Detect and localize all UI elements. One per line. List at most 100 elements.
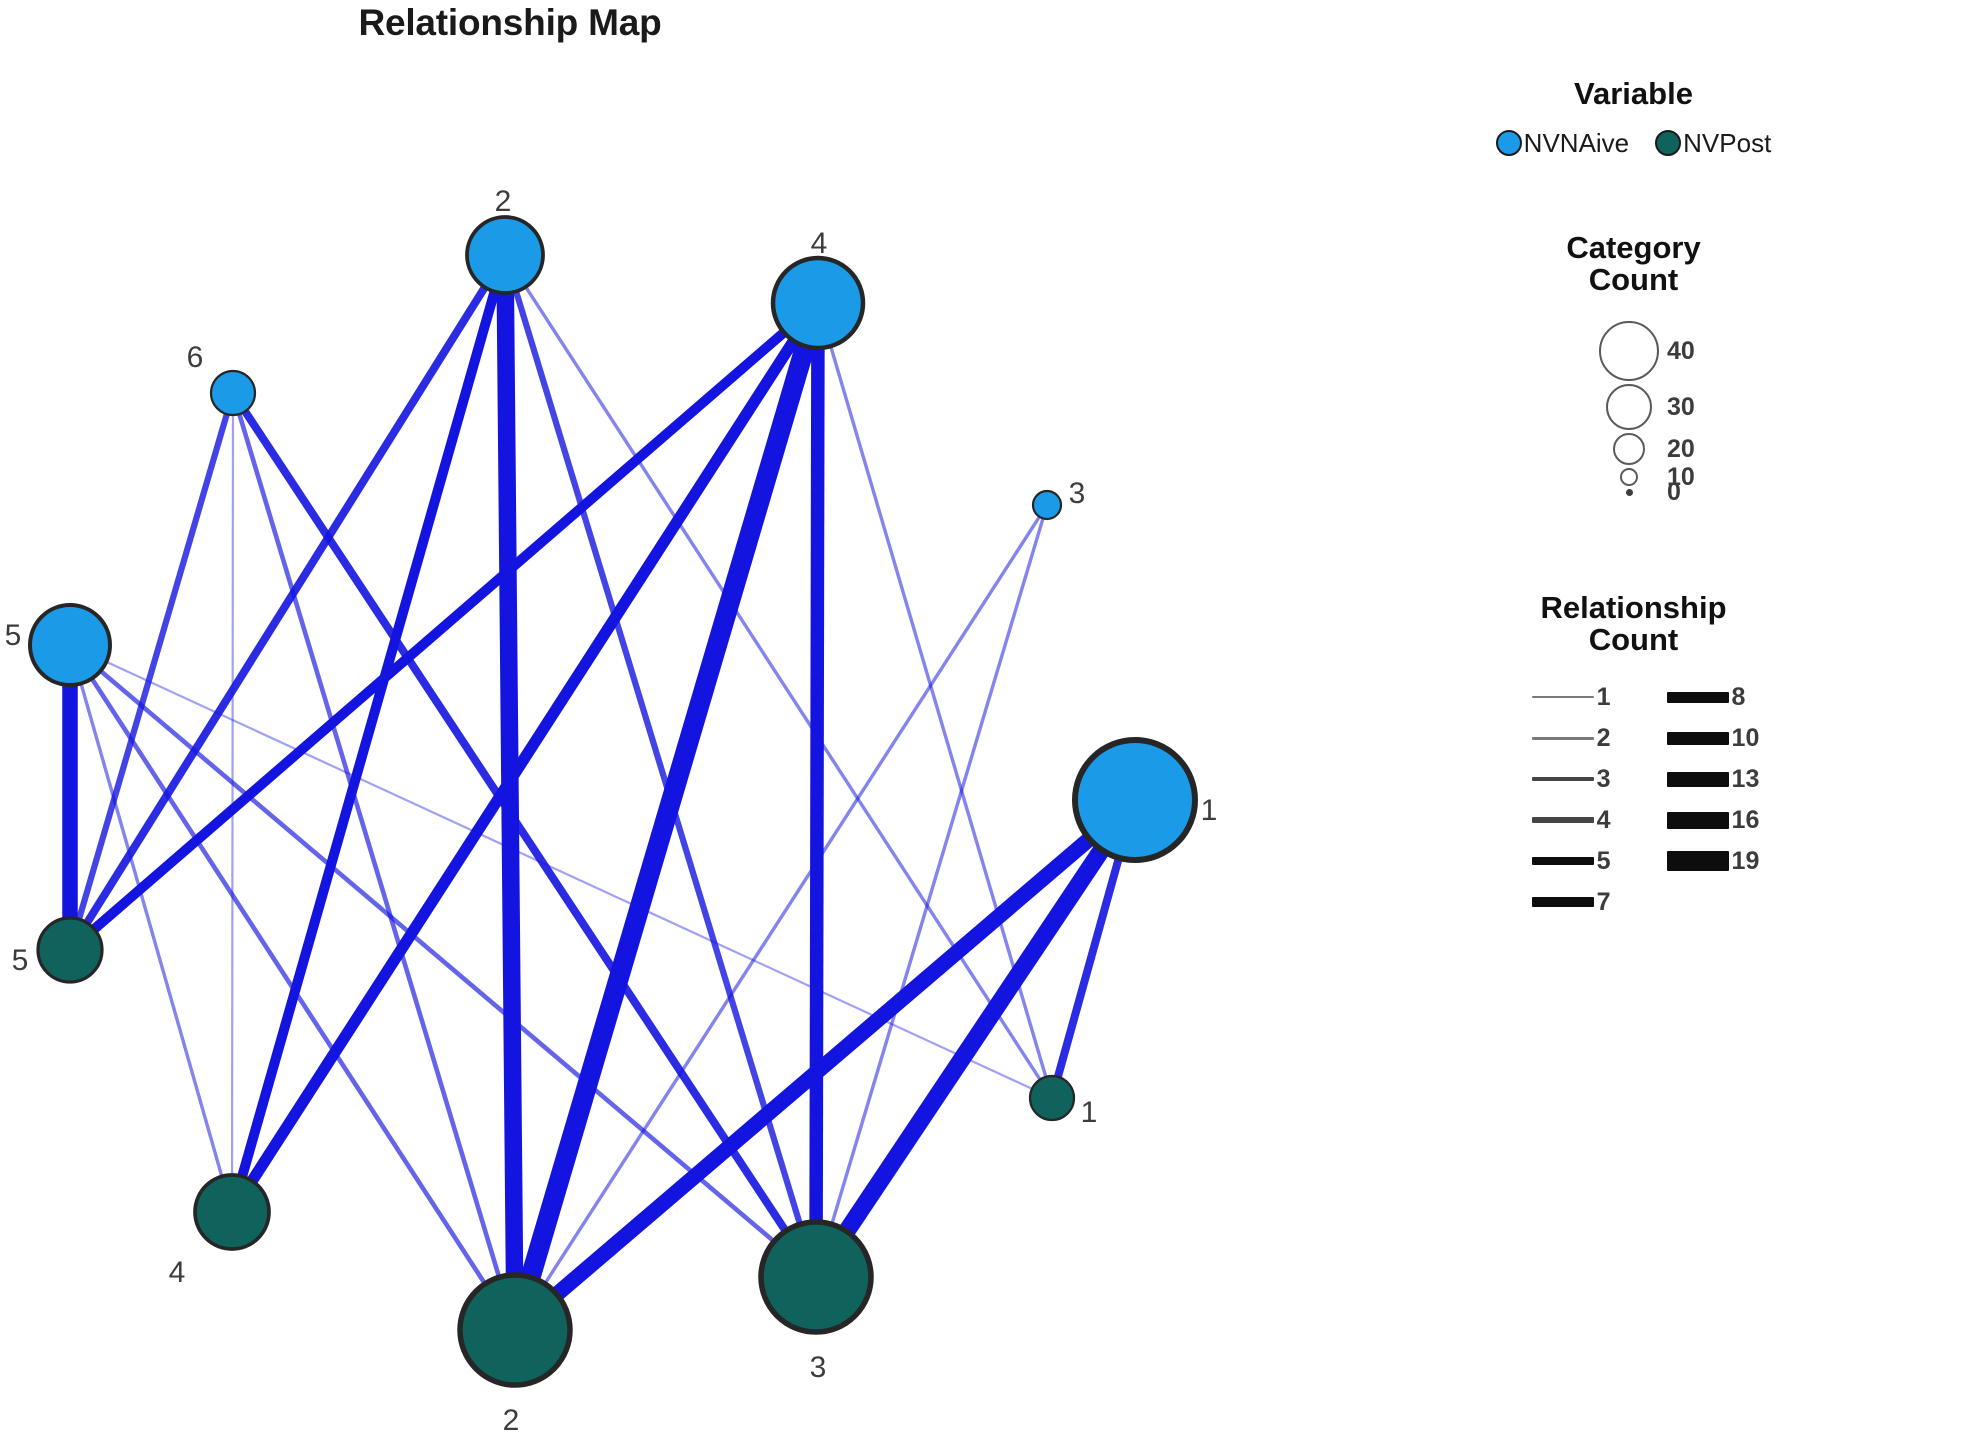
legend-line-wrap bbox=[1530, 696, 1596, 699]
legend-relationship-item-label: 7 bbox=[1596, 887, 1611, 916]
legend-relationship-title-line1: Relationship bbox=[1540, 590, 1727, 625]
graph-node-label: 2 bbox=[495, 185, 512, 218]
graph-node[interactable] bbox=[770, 255, 866, 351]
legend-category-item-label: 0 bbox=[1667, 478, 1681, 507]
legend-relationship-item[interactable]: 1 bbox=[1530, 683, 1611, 711]
graph-edge bbox=[66, 299, 822, 954]
legend-relationship-item[interactable]: 3 bbox=[1530, 765, 1611, 793]
legend-line-wrap bbox=[1530, 817, 1596, 824]
legend-size-circle-icon bbox=[1620, 468, 1638, 487]
graph-node[interactable] bbox=[1031, 489, 1063, 521]
graph-edge bbox=[66, 252, 509, 953]
legend-relationship-item-label: 1 bbox=[1596, 682, 1611, 711]
legend-category-item-label: 10 bbox=[1667, 462, 1695, 491]
graph-edge bbox=[227, 299, 823, 1216]
legend-relationship-item[interactable]: 4 bbox=[1530, 806, 1611, 834]
graph-node[interactable] bbox=[465, 215, 545, 295]
legend-variable-items: NVNAive NVPost bbox=[1300, 128, 1967, 159]
graph-edge bbox=[809, 302, 825, 1278]
legend-size-circle-icon bbox=[1625, 489, 1633, 497]
legend-relationship-column-right: 8 10 13 16 19 bbox=[1665, 683, 1760, 912]
graph-edge bbox=[513, 504, 1049, 1331]
graph-edge bbox=[227, 253, 510, 1214]
legend-line-width-icon bbox=[1531, 857, 1594, 866]
graph-node-label: 1 bbox=[1081, 1096, 1098, 1129]
graph-node-label: 1 bbox=[1201, 794, 1218, 827]
legend-variable: Variable NVNAive NVPost bbox=[1300, 78, 1967, 159]
legend-category-item[interactable]: 0 bbox=[1592, 478, 1681, 506]
legend-size-circle-icon bbox=[1613, 433, 1645, 466]
legend-relationship-items: 1 2 3 4 5 7 8 10 13 16 19 bbox=[1300, 683, 1967, 916]
graph-node-label: 5 bbox=[12, 944, 29, 977]
legend-category-item[interactable]: 30 bbox=[1592, 384, 1695, 431]
legend-line-wrap bbox=[1530, 857, 1596, 866]
legend-size-circle-wrap bbox=[1592, 468, 1666, 487]
legend-line-wrap bbox=[1530, 897, 1596, 908]
graph-node[interactable] bbox=[36, 916, 104, 984]
graph-edge bbox=[808, 795, 1143, 1282]
legend-variable-item-label: NVPost bbox=[1683, 127, 1772, 158]
graph-node[interactable] bbox=[209, 369, 257, 417]
page-title: Relationship Map bbox=[358, 2, 662, 43]
legend-line-wrap bbox=[1665, 691, 1731, 703]
graph-node[interactable] bbox=[1072, 737, 1198, 863]
edges-layer bbox=[62, 252, 1143, 1336]
legend-line-wrap bbox=[1665, 811, 1731, 829]
legend-relationship-item[interactable]: 13 bbox=[1665, 765, 1759, 793]
legend-line-width-icon bbox=[1666, 731, 1729, 745]
legend-relationship-title-line2: Count bbox=[1588, 621, 1679, 657]
legend-relationship-item[interactable]: 8 bbox=[1665, 683, 1760, 711]
graph-node-label: 5 bbox=[5, 619, 22, 652]
graph-edge bbox=[67, 392, 236, 951]
legend-relationship-item[interactable]: 7 bbox=[1530, 888, 1611, 916]
graph-node-label: 2 bbox=[503, 1404, 520, 1437]
legend-size-circle-wrap bbox=[1592, 384, 1666, 431]
legend-category-item[interactable]: 10 bbox=[1592, 463, 1695, 491]
graph-node[interactable] bbox=[758, 1219, 874, 1335]
legend-line-width-icon bbox=[1666, 771, 1729, 787]
legend-relationship-item[interactable]: 5 bbox=[1530, 847, 1611, 875]
graph-edge bbox=[68, 644, 234, 1213]
legend-line-wrap bbox=[1530, 777, 1596, 782]
graph-node-label: 3 bbox=[1069, 477, 1086, 510]
legend-variable-item[interactable]: NVNAive bbox=[1495, 128, 1629, 159]
legend-variable-title: Variable bbox=[1574, 76, 1693, 111]
legend-category-title-line2: Count bbox=[1588, 261, 1679, 297]
legend-size-circle-icon bbox=[1606, 384, 1652, 431]
graph-edge bbox=[229, 390, 820, 1280]
legend-relationship-item[interactable]: 2 bbox=[1530, 724, 1611, 752]
graph-edge bbox=[814, 504, 1049, 1278]
legend-line-width-icon bbox=[1666, 811, 1729, 829]
legend-size-circle-wrap bbox=[1592, 489, 1666, 497]
graph-node[interactable] bbox=[193, 1173, 271, 1251]
legend-relationship-count: Relationship Count 1 2 3 4 5 7 8 10 13 16 19 bbox=[1300, 590, 1967, 916]
graph-edge bbox=[502, 254, 819, 1278]
legend-size-circle-wrap bbox=[1592, 433, 1666, 466]
graph-edge bbox=[68, 643, 818, 1279]
legend-line-wrap bbox=[1665, 851, 1731, 872]
legend-relationship-item[interactable]: 16 bbox=[1665, 806, 1759, 834]
legend-variable-item[interactable]: NVPost bbox=[1655, 128, 1771, 159]
graph-edge bbox=[230, 392, 518, 1331]
legend-category-item-label: 30 bbox=[1667, 392, 1695, 421]
graph-node[interactable] bbox=[28, 603, 112, 687]
legend-category-item-label: 40 bbox=[1667, 336, 1695, 365]
legend-category-item[interactable]: 20 bbox=[1592, 433, 1695, 466]
legend-relationship-item-label: 8 bbox=[1731, 682, 1746, 711]
legend-relationship-item[interactable]: 19 bbox=[1665, 847, 1759, 875]
legend-relationship-column-left: 1 2 3 4 5 7 bbox=[1530, 683, 1611, 916]
legend-category-title-line1: Category bbox=[1566, 230, 1701, 265]
legend-relationship-item-label: 5 bbox=[1596, 846, 1611, 875]
legend-category-item[interactable]: 40 bbox=[1592, 321, 1695, 382]
graph-edge bbox=[496, 254, 524, 1331]
legend-line-width-icon bbox=[1666, 691, 1729, 703]
graph-node[interactable] bbox=[457, 1272, 573, 1388]
legend-relationship-item[interactable]: 10 bbox=[1665, 724, 1759, 752]
legend-color-swatch-icon bbox=[1655, 130, 1682, 157]
graph-node[interactable] bbox=[1028, 1074, 1076, 1122]
